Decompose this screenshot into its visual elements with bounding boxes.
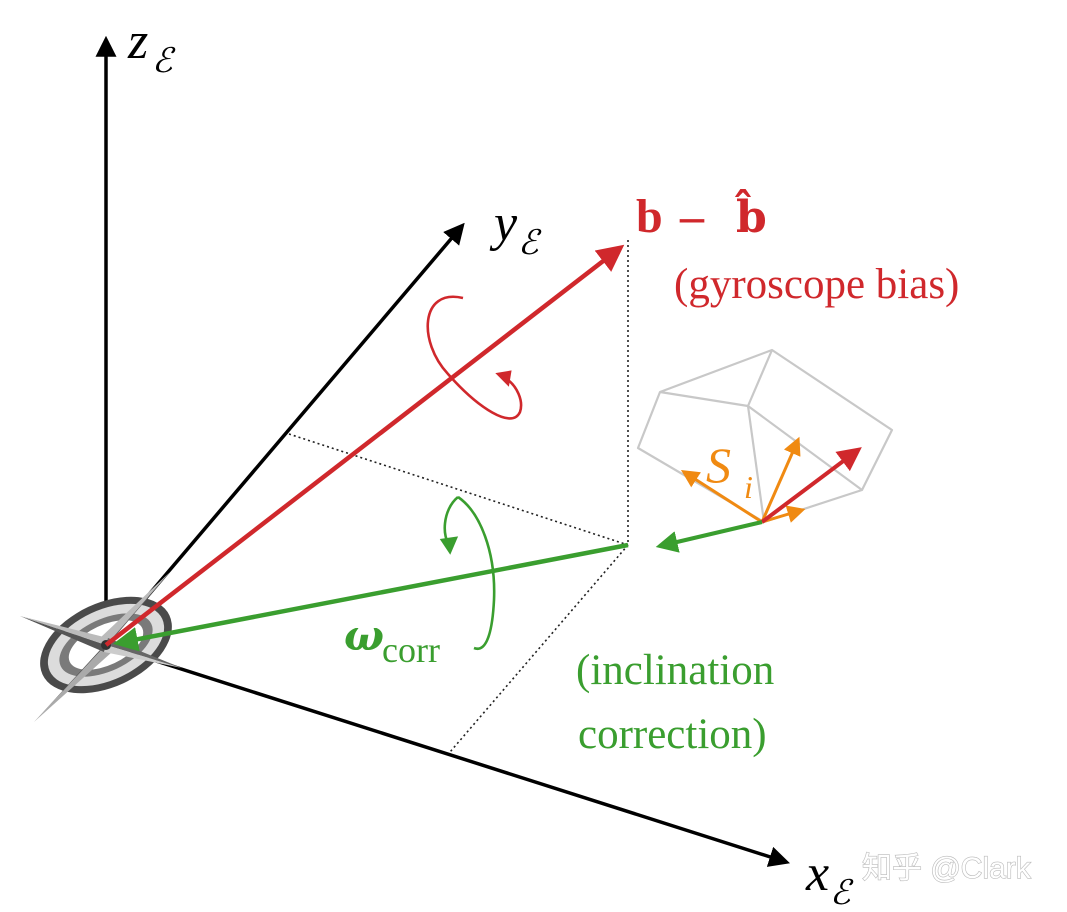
sensor-subscript: i [744, 469, 753, 505]
correction-subscript: corr [382, 630, 440, 670]
x-axis [105, 643, 791, 867]
x-axis-subscript: ℰ [830, 873, 854, 912]
sensor-axis-right [761, 505, 806, 524]
correction-caption-line2: correction) [578, 711, 767, 758]
z-axis-letter: z [127, 13, 148, 70]
y-axis-label: y ℰ [489, 195, 542, 263]
bias-rotation-icon [426, 295, 523, 420]
watermark: 知乎 @Clark [862, 852, 1032, 885]
sensor-label: S i [706, 437, 753, 505]
axes [95, 35, 791, 867]
correction-caption-line1: (inclination [576, 647, 774, 694]
y-axis [104, 222, 465, 647]
bias-caption: (gyroscope bias) [674, 261, 959, 308]
sensor-axis-left [680, 470, 763, 524]
correction-rotation-icon [439, 495, 496, 651]
sensor-box [636, 348, 894, 524]
correction-symbol: ω [344, 611, 384, 660]
projection-lines [288, 240, 629, 753]
projection-to-y-axis [288, 433, 629, 546]
sensor-bias-arrow [760, 447, 862, 524]
bias-label: b – b̂ [636, 187, 767, 243]
y-axis-subscript: ℰ [518, 223, 542, 263]
sensor-correction-arrow [655, 520, 763, 553]
bias-symbol-right: b̂ [734, 187, 767, 243]
bias-vector [104, 244, 625, 647]
z-axis-label: z ℰ [127, 13, 176, 81]
correction-label: ω corr [344, 611, 440, 670]
compass-rose-icon [20, 572, 182, 722]
y-axis-letter: y [489, 195, 518, 252]
projection-to-x-axis [449, 544, 629, 753]
bias-symbol-left: b [636, 190, 663, 243]
z-axis-subscript: ℰ [152, 41, 176, 81]
x-axis-label: x ℰ [805, 845, 854, 912]
correction-vector [113, 542, 629, 652]
sensor-axes [680, 436, 806, 524]
x-axis-letter: x [805, 845, 829, 902]
sensor-symbol: S [706, 437, 731, 493]
bias-minus: – [679, 190, 705, 243]
sensor-axis-up [760, 436, 801, 523]
